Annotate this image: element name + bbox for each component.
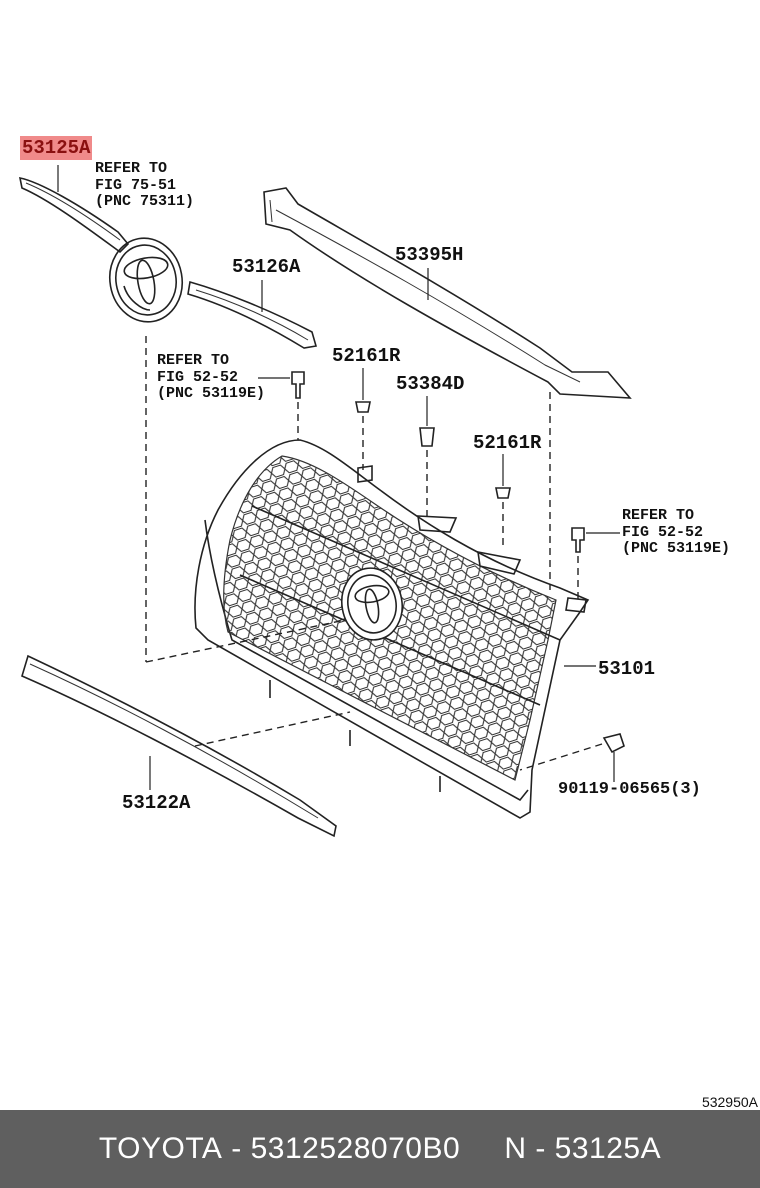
diagram-id: 532950A [701, 1094, 758, 1110]
part-label-53125a[interactable]: 53125A [20, 136, 93, 160]
lower-molding-strip [21, 654, 351, 838]
part-label-53395h[interactable]: 53395H [395, 244, 464, 266]
part-label-53126a[interactable]: 53126A [232, 256, 301, 278]
part-label-53101[interactable]: 53101 [598, 658, 656, 680]
part-label-53122a[interactable]: 53122A [122, 792, 191, 814]
toyota-emblem-icon [109, 237, 183, 323]
footer-sep-1: - [222, 1132, 251, 1165]
grille-assembly-drawing [18, 165, 632, 838]
clip-52161r-a [355, 368, 371, 470]
bolt-90119 [519, 733, 625, 782]
part-label-53384d[interactable]: 53384D [396, 373, 465, 395]
part-label-52161r-upper[interactable]: 52161R [332, 345, 401, 367]
center-molding-strip [187, 280, 318, 349]
clip-right-53119e [571, 527, 620, 600]
refer-note-53119e-left: REFER TO FIG 52-52 (PNC 53119E) [157, 352, 266, 402]
part-label-52161r-lower[interactable]: 52161R [473, 432, 542, 454]
parts-diagram: 53125A REFER TO FIG 75-51 (PNC 75311) 53… [18, 136, 758, 1110]
upper-molding-strip [18, 165, 130, 254]
part-label-90119-06565[interactable]: 90119-06565(3) [558, 780, 701, 799]
footer-pnc: N - 53125A [504, 1132, 662, 1165]
footer-gap [460, 1132, 504, 1166]
refer-note-75311: REFER TO FIG 75-51 (PNC 75311) [95, 160, 195, 210]
footer-bar: TOYOTA - 5312528070B0 N - 53125A [0, 1110, 760, 1188]
clip-53384d [419, 396, 435, 520]
grille-support-bar [263, 187, 632, 399]
clip-left-53119e [258, 371, 305, 440]
radiator-grille [145, 336, 596, 819]
clip-52161r-b [495, 454, 511, 550]
footer-part-number: 5312528070B0 [250, 1132, 461, 1165]
footer-brand: TOYOTA [98, 1132, 223, 1165]
refer-note-53119e-right: REFER TO FIG 52-52 (PNC 53119E) [622, 507, 731, 557]
